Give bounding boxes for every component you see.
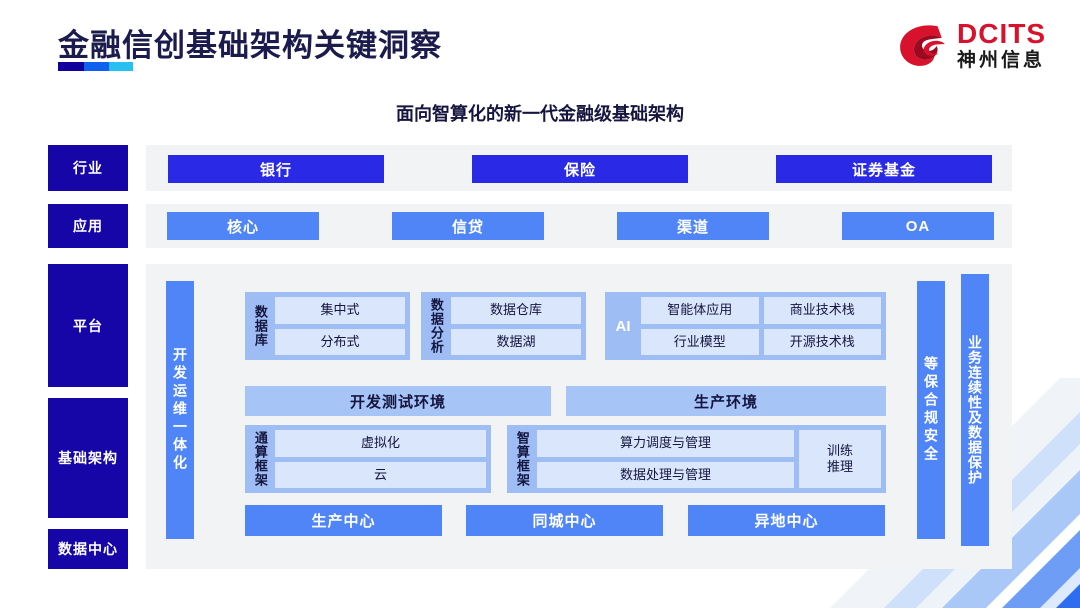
layer-label-industry: 行业 xyxy=(48,145,128,191)
layer-label-datacenter: 数据中心 xyxy=(48,529,128,569)
accent-segment-3 xyxy=(109,62,133,71)
diagram-subtitle: 面向智算化的新一代金融级基础架构 xyxy=(396,104,684,124)
layer-label-application: 应用 xyxy=(48,204,128,248)
group-database-title: 数据库 xyxy=(252,305,268,347)
rail-compliance-security[interactable]: 等保合规安全 xyxy=(917,281,945,539)
accent-segment-1 xyxy=(58,62,84,71)
industry-chip-securities-fund[interactable]: 证券基金 xyxy=(776,155,992,183)
industry-chip-bank[interactable]: 银行 xyxy=(168,155,384,183)
cell-commercial-tech-stack[interactable]: 商业技术栈 xyxy=(763,297,881,324)
title-accent-bar xyxy=(58,62,133,71)
env-bar-production[interactable]: 生产环境 xyxy=(566,386,886,416)
accent-segment-2 xyxy=(84,62,109,71)
dcits-logo: DCITS 神州信息 xyxy=(897,20,1046,70)
cell-agent-application[interactable]: 智能体应用 xyxy=(641,297,759,324)
group-intelligent-compute-title: 智算框架 xyxy=(514,431,530,487)
datacenter-chip-remote[interactable]: 异地中心 xyxy=(688,505,885,536)
datacenter-chip-metro[interactable]: 同城中心 xyxy=(466,505,663,536)
rail-devops-integration[interactable]: 开发运维一体化 xyxy=(166,281,194,539)
cell-data-lake[interactable]: 数据湖 xyxy=(451,328,581,355)
group-database: 数据库 集中式 分布式 xyxy=(245,292,410,360)
application-chip-channel[interactable]: 渠道 xyxy=(617,212,769,240)
dcits-swirl-icon xyxy=(900,25,945,66)
page-title: 金融信创基础架构关键洞察 xyxy=(58,28,442,63)
env-bar-dev-test[interactable]: 开发测试环境 xyxy=(245,386,551,416)
group-general-compute-framework: 通算框架 虚拟化 云 xyxy=(245,425,491,493)
cell-industry-model[interactable]: 行业模型 xyxy=(641,328,759,355)
cell-training-inference[interactable]: 训练 推理 xyxy=(799,430,881,488)
cell-data-warehouse[interactable]: 数据仓库 xyxy=(451,297,581,324)
application-chip-credit[interactable]: 信贷 xyxy=(392,212,544,240)
group-data-analysis: 数据分析 数据仓库 数据湖 xyxy=(421,292,586,360)
layer-label-infrastructure: 基础架构 xyxy=(48,398,128,518)
application-chip-core[interactable]: 核心 xyxy=(167,212,319,240)
cell-virtualization[interactable]: 虚拟化 xyxy=(275,430,486,457)
cell-opensource-tech-stack[interactable]: 开源技术栈 xyxy=(763,328,881,355)
cell-centralized[interactable]: 集中式 xyxy=(275,297,405,324)
cell-distributed[interactable]: 分布式 xyxy=(275,328,405,355)
logo-en-text: DCITS xyxy=(957,18,1046,49)
industry-chip-insurance[interactable]: 保险 xyxy=(472,155,688,183)
layer-label-platform: 平台 xyxy=(48,264,128,387)
group-data-analysis-title: 数据分析 xyxy=(428,298,444,354)
cell-data-processing[interactable]: 数据处理与管理 xyxy=(537,461,794,488)
rail-business-continuity-data-protection[interactable]: 业务连续性及数据保护 xyxy=(961,274,989,546)
application-chip-oa[interactable]: OA xyxy=(842,212,994,240)
group-ai-title: AI xyxy=(615,317,631,335)
cell-cloud[interactable]: 云 xyxy=(275,461,486,488)
group-general-compute-title: 通算框架 xyxy=(252,431,268,487)
cell-compute-scheduling[interactable]: 算力调度与管理 xyxy=(537,430,794,457)
datacenter-chip-production[interactable]: 生产中心 xyxy=(245,505,442,536)
group-ai: AI 智能体应用 商业技术栈 行业模型 开源技术栈 xyxy=(605,292,886,360)
logo-cn-text: 神州信息 xyxy=(957,50,1046,71)
group-intelligent-compute-framework: 智算框架 算力调度与管理 数据处理与管理 训练 推理 xyxy=(507,425,886,493)
